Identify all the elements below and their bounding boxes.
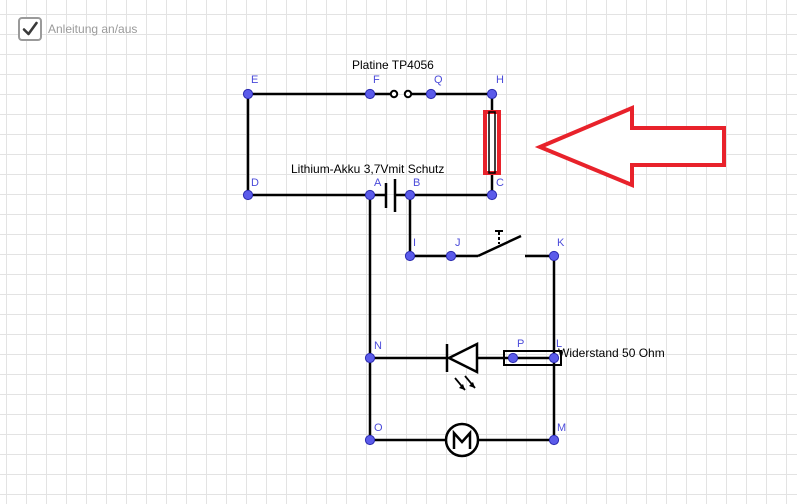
point-p[interactable] bbox=[507, 352, 519, 364]
label-a: A bbox=[374, 177, 382, 189]
label-m: M bbox=[557, 422, 566, 434]
instructions-toggle[interactable]: Anleitung an/aus bbox=[18, 15, 137, 43]
motor-symbol bbox=[444, 422, 480, 458]
label-h: H bbox=[496, 74, 504, 86]
fuse-symbol bbox=[488, 111, 496, 174]
instructions-toggle-label: Anleitung an/aus bbox=[48, 22, 138, 36]
label-n: N bbox=[374, 340, 382, 352]
resistor-symbol bbox=[503, 350, 562, 366]
point-e[interactable] bbox=[242, 88, 254, 100]
point-a[interactable] bbox=[364, 189, 376, 201]
checkmark-icon bbox=[22, 21, 38, 36]
led-symbol bbox=[445, 341, 479, 391]
instructions-checkbox[interactable] bbox=[18, 17, 42, 41]
point-j[interactable] bbox=[445, 250, 457, 262]
label-f: F bbox=[373, 74, 380, 86]
point-q[interactable] bbox=[425, 88, 437, 100]
point-f[interactable] bbox=[364, 88, 376, 100]
label-i: I bbox=[413, 237, 416, 249]
battery-label: Lithium-Akku 3,7Vmit Schutz bbox=[291, 162, 444, 176]
point-d[interactable] bbox=[242, 189, 254, 201]
label-l: L bbox=[556, 338, 562, 350]
label-c: C bbox=[496, 177, 504, 189]
resistor-label: Widerstand 50 Ohm bbox=[558, 346, 665, 360]
board-label: Platine TP4056 bbox=[352, 58, 434, 72]
point-c[interactable] bbox=[486, 189, 498, 201]
wires bbox=[246, 92, 556, 442]
board-contacts bbox=[370, 89, 431, 99]
label-j: J bbox=[455, 237, 461, 249]
point-b[interactable] bbox=[404, 189, 416, 201]
highlight-arrow bbox=[534, 104, 726, 188]
label-q: Q bbox=[434, 74, 443, 86]
point-k[interactable] bbox=[548, 250, 560, 262]
switch-symbol bbox=[477, 230, 522, 258]
label-k: K bbox=[557, 237, 565, 249]
label-o: O bbox=[374, 422, 383, 434]
point-l[interactable] bbox=[548, 352, 560, 364]
label-p: P bbox=[517, 338, 524, 350]
point-m[interactable] bbox=[548, 434, 560, 446]
point-n[interactable] bbox=[364, 352, 376, 364]
label-d: D bbox=[251, 177, 259, 189]
label-e: E bbox=[251, 74, 258, 86]
battery-symbol bbox=[384, 179, 397, 212]
points bbox=[242, 88, 560, 446]
point-o[interactable] bbox=[364, 434, 376, 446]
fuse-highlight bbox=[483, 110, 501, 175]
point-i[interactable] bbox=[404, 250, 416, 262]
point-h[interactable] bbox=[486, 88, 498, 100]
label-b: B bbox=[413, 177, 420, 189]
